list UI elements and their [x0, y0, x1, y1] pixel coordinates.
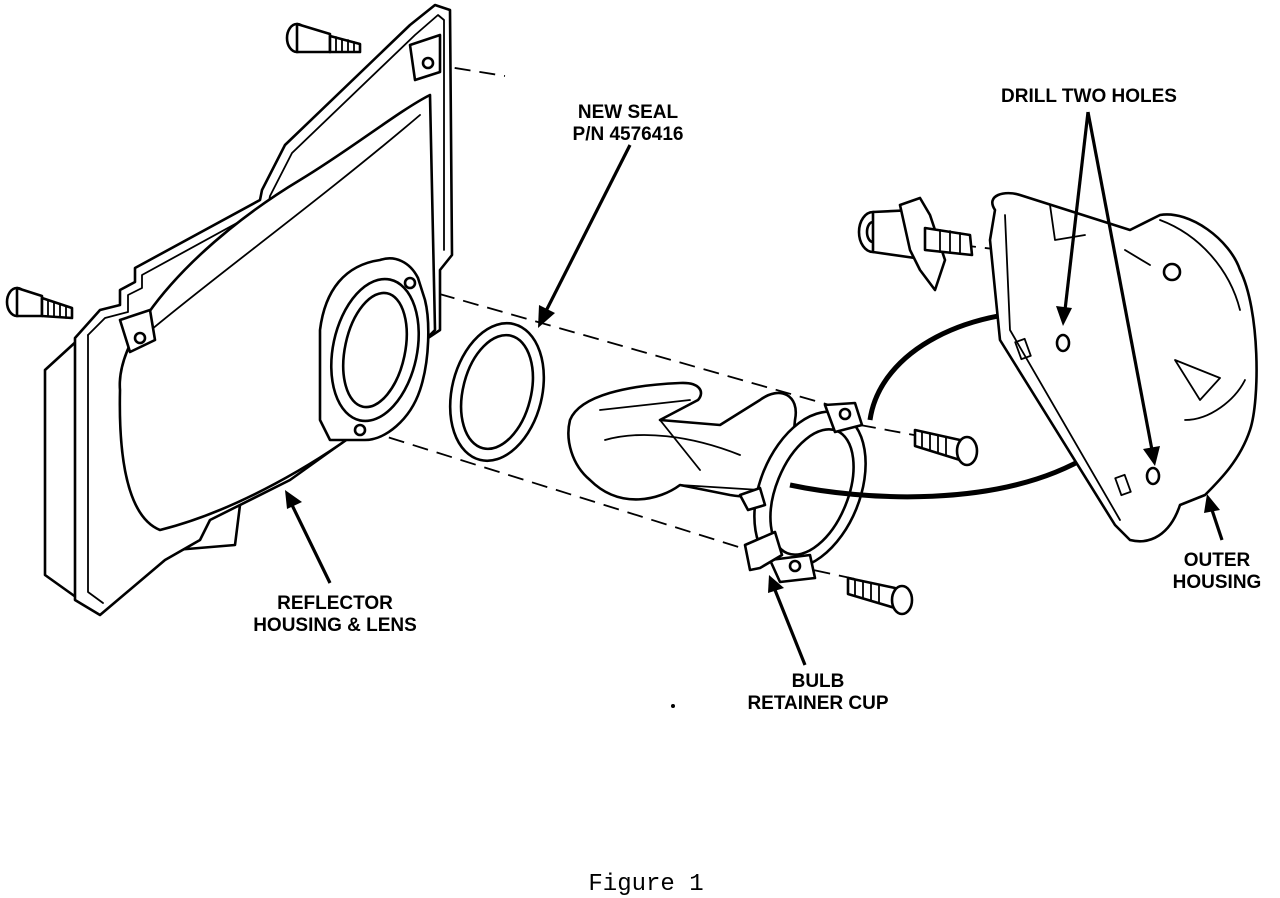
seal-ring [448, 321, 546, 463]
reflector-lens-label: HOUSING & LENS [253, 615, 417, 636]
retainer-screw-lower [846, 576, 914, 616]
drill-two-holes-label: DRILL TWO HOLES [1001, 86, 1177, 107]
speck-mark [671, 704, 675, 708]
connector-plug [857, 196, 974, 292]
outer-housing [988, 191, 1258, 543]
new-seal-part-number: P/N 4576416 [573, 124, 684, 145]
new-seal-label: NEW SEAL [578, 102, 679, 123]
bulb-assembly [567, 381, 798, 501]
reflector-housing [43, 3, 454, 617]
leader-arrows [285, 111, 1224, 666]
outer-housing-label: OUTER [1184, 550, 1251, 571]
outer-housing-label-2: HOUSING [1173, 572, 1262, 593]
figure-caption: Figure 1 [588, 871, 703, 898]
reflector-screw-top [285, 22, 362, 54]
reflector-screw-left [5, 286, 74, 320]
retainer-screw-upper [913, 428, 979, 467]
retainer-cup [738, 401, 867, 584]
bulb-label: BULB [792, 671, 845, 692]
reflector-label: REFLECTOR [277, 593, 393, 614]
retainer-cup-label: RETAINER CUP [747, 693, 888, 714]
